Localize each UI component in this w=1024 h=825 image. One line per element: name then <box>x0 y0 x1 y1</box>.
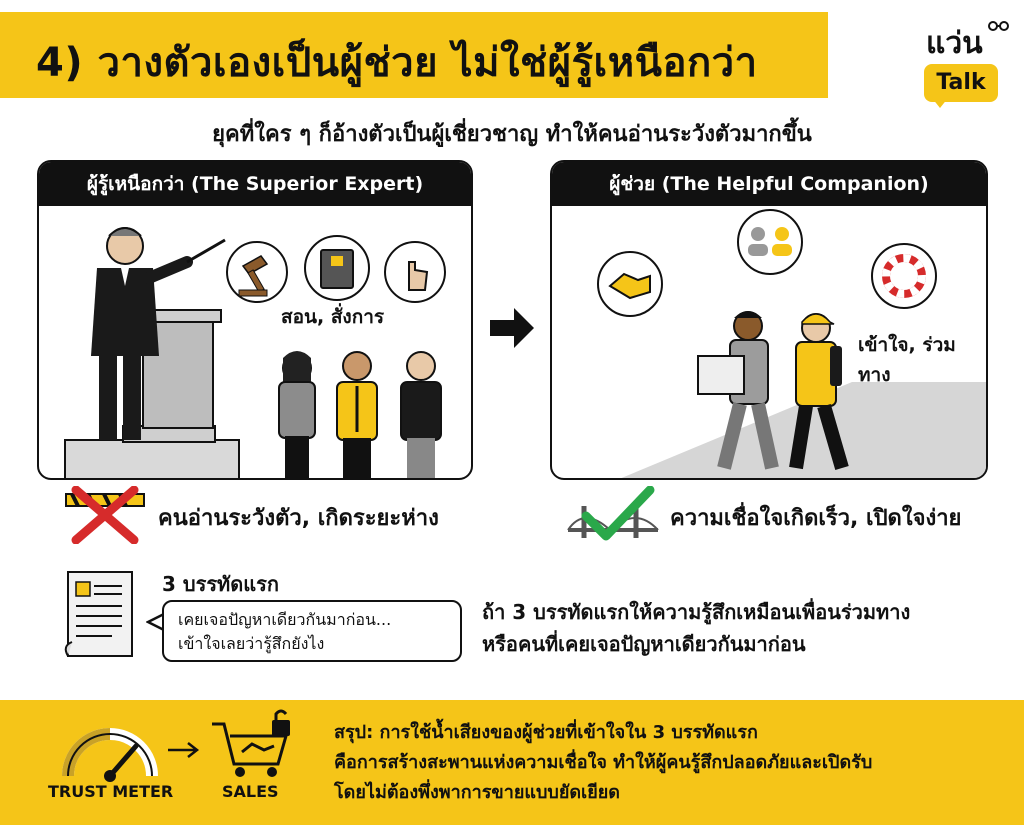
bridge-check-icon <box>567 486 659 541</box>
brand-name: แว่น <box>926 26 983 61</box>
sales-label: SALES <box>222 782 279 801</box>
glasses-icon <box>988 21 1009 31</box>
superior-expert-title: ผู้รู้เหนือกว่า (The Superior Expert) <box>39 162 471 206</box>
summary-line1-text: การใช้น้ำเสียงของผู้ช่วยที่เข้าใจใน 3 บร… <box>373 722 758 743</box>
summary-text: สรุป: การใช้น้ำเสียงของผู้ช่วยที่เข้าใจใ… <box>334 718 1014 808</box>
helpful-companion-title: ผู้ช่วย (The Helpful Companion) <box>552 162 986 206</box>
arrow-right-small-icon <box>168 742 200 758</box>
helpful-companion-panel: ผู้ช่วย (The Helpful Companion) เข้าใจ, … <box>550 160 988 480</box>
first-lines-label: 3 บรรทัดแรก <box>162 572 279 596</box>
first-lines-bubble: เคยเจอปัญหาเดียวกันมาก่อน... เข้าใจเลยว่… <box>162 600 462 662</box>
first-lines-bubble-line1: เคยเจอปัญหาเดียวกันมาก่อน... <box>178 610 392 629</box>
scroll-document-icon <box>64 571 133 657</box>
trust-meter-label: TRUST METER <box>48 782 174 801</box>
companion-verdict-text: ความเชื่อใจเกิดเร็ว, เปิดใจง่าย <box>670 506 962 531</box>
barrier-x-icon <box>65 486 145 544</box>
first-lines-side-line2: หรือคนที่เคยเจอปัญหาเดียวกันมาก่อน <box>482 632 806 656</box>
page-title: 4) วางตัวเองเป็นผู้ช่วย ไม่ใช่ผู้รู้เหนื… <box>36 40 758 86</box>
summary-key: สรุป: <box>334 722 374 743</box>
speech-bubble-tail <box>146 612 165 632</box>
summary-footer: TRUST METER SALES <box>0 700 1024 825</box>
lecturer-scene <box>64 227 446 478</box>
first-lines-bubble-line2: เข้าใจเลยว่ารู้สึกยังไง <box>178 634 325 653</box>
summary-line1: สรุป: การใช้น้ำเสียงของผู้ช่วยที่เข้าใจใ… <box>334 718 1014 748</box>
brand-logo: แว่น Talk <box>908 12 1009 108</box>
cart-lock-icon <box>212 709 290 777</box>
companions-scene <box>597 209 986 478</box>
superior-expert-panel: ผู้รู้เหนือกว่า (The Superior Expert) <box>37 160 473 480</box>
summary-line2: คือการสร้างสะพานแห่งความเชื่อใจ ทำให้ผู้… <box>334 752 873 773</box>
brand-tag: Talk <box>924 64 998 102</box>
title-banner: 4) วางตัวเองเป็นผู้ช่วย ไม่ใช่ผู้รู้เหนื… <box>0 12 828 98</box>
arrow-right-icon <box>490 308 534 348</box>
page-subtitle: ยุคที่ใคร ๆ ก็อ้างตัวเป็นผู้เชี่ยวชาญ ทำ… <box>212 122 812 147</box>
summary-line3: โดยไม่ต้องพึ่งพาการขายแบบยัดเยียด <box>334 782 620 803</box>
first-lines-side-line1: ถ้า 3 บรรทัดแรกให้ความรู้สึกเหมือนเพื่อน… <box>482 600 911 624</box>
first-lines-explanation: ถ้า 3 บรรทัดแรกให้ความรู้สึกเหมือนเพื่อน… <box>482 596 1002 660</box>
trust-meter-icon <box>62 728 158 782</box>
superior-verdict-text: คนอ่านระวังตัว, เกิดระยะห่าง <box>158 506 439 531</box>
helpful-companion-caption: เข้าใจ, ร่วมทาง <box>858 334 956 386</box>
brand-bubble-tail <box>932 98 948 108</box>
superior-expert-caption: สอน, สั่งการ <box>281 306 385 328</box>
